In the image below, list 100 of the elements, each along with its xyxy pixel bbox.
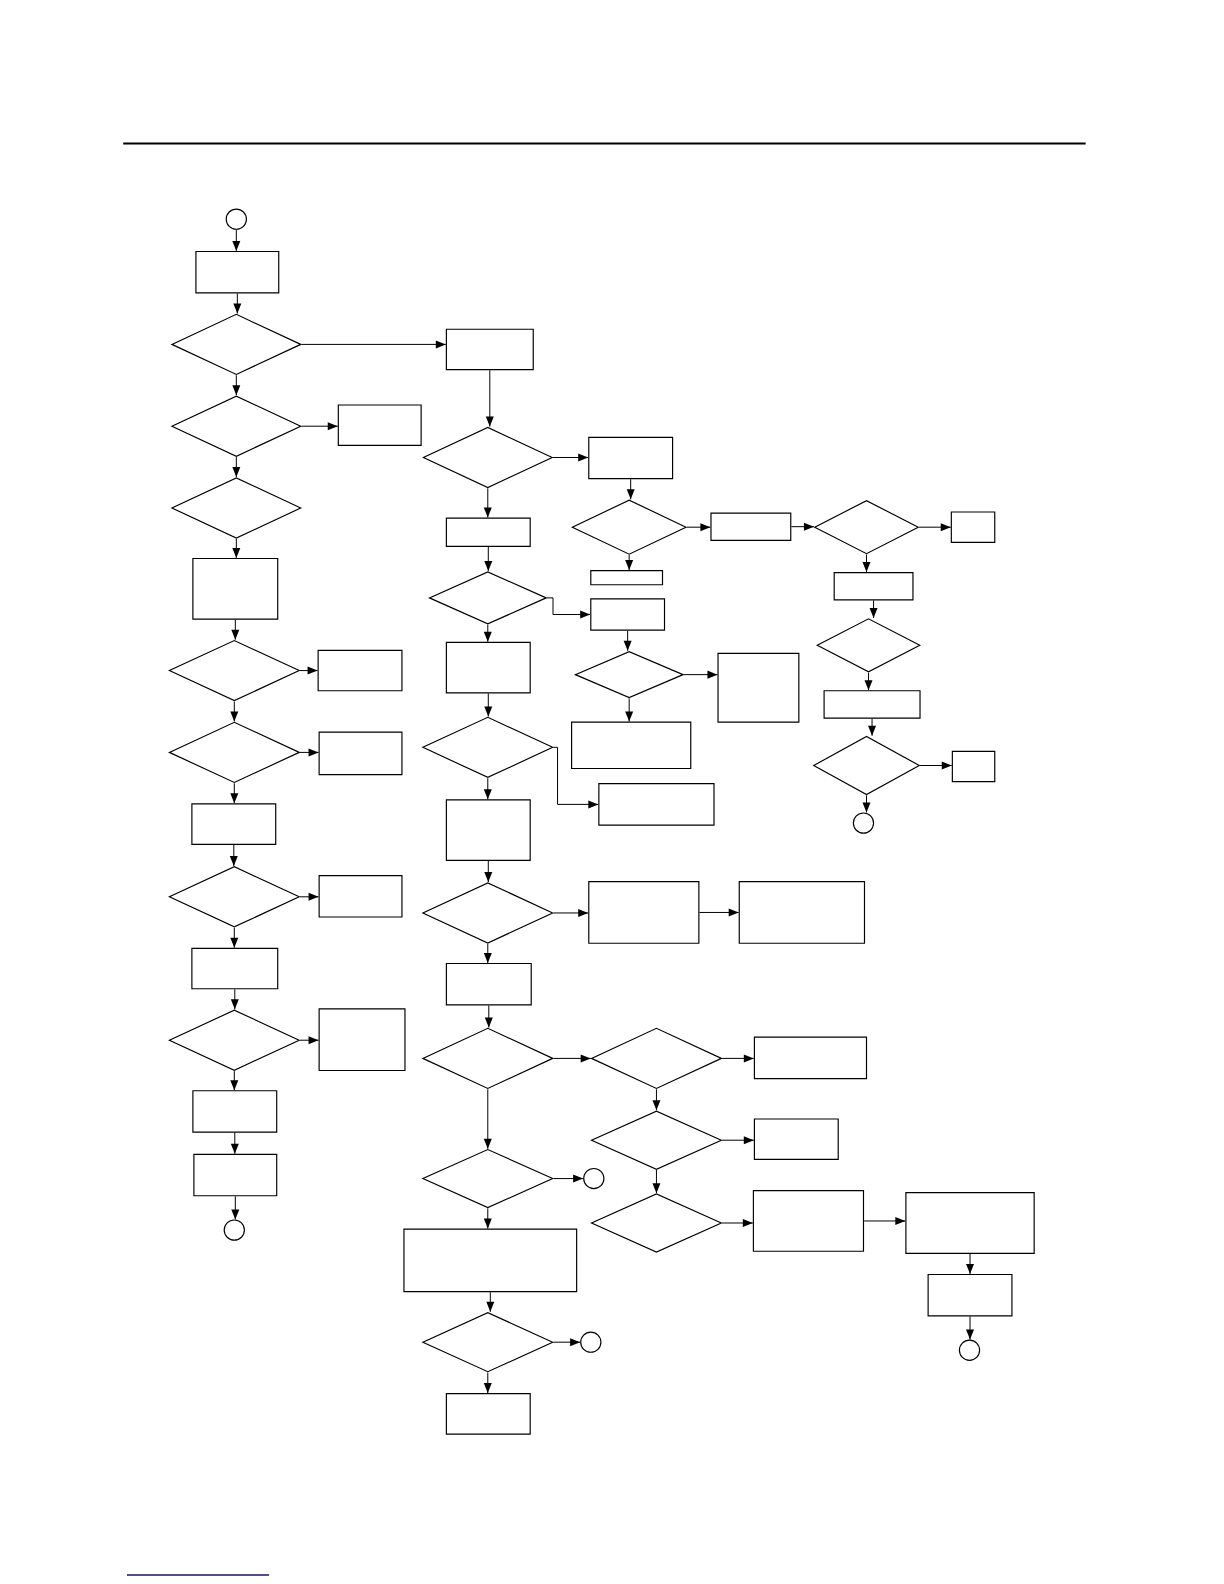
connector-circle	[580, 1331, 602, 1353]
arrow	[483, 777, 492, 800]
arrow	[652, 1169, 661, 1194]
arrow	[652, 1088, 661, 1111]
arrow	[299, 1036, 320, 1045]
process-box	[927, 1273, 1013, 1317]
process-box	[191, 947, 279, 990]
process-box	[191, 803, 277, 845]
arrow	[686, 523, 711, 532]
process-box	[445, 1393, 531, 1435]
arrow	[301, 340, 447, 349]
arrow	[484, 860, 493, 883]
process-box	[318, 731, 403, 776]
arrow	[483, 1372, 492, 1394]
arrow	[625, 554, 634, 571]
arrow	[299, 748, 320, 757]
arrow	[553, 1054, 592, 1063]
arrow	[483, 487, 492, 518]
connector-circle	[223, 1219, 245, 1241]
process-box	[588, 881, 700, 944]
arrow	[625, 697, 634, 722]
arrow	[790, 522, 815, 531]
process-box	[598, 783, 715, 826]
arrow	[483, 1088, 492, 1150]
arrow	[966, 1253, 974, 1275]
arrow	[230, 1070, 239, 1091]
arrow	[919, 761, 953, 770]
arrow	[862, 554, 871, 573]
arrow	[230, 988, 239, 1010]
arrow	[231, 619, 240, 641]
connector-circle	[225, 208, 247, 230]
process-box	[823, 690, 921, 719]
connector-circle	[958, 1339, 981, 1361]
arrow	[864, 672, 873, 691]
process-box	[445, 517, 531, 547]
process-box	[195, 250, 280, 294]
arrow	[483, 624, 492, 643]
arrow	[721, 1054, 755, 1063]
arrow	[232, 229, 241, 252]
arrow	[553, 1174, 584, 1183]
arrow	[232, 456, 241, 478]
process-box	[833, 572, 914, 601]
process-box	[905, 1192, 1035, 1254]
arrow	[230, 927, 239, 949]
arrow	[626, 478, 635, 500]
process-box	[571, 721, 692, 770]
arrow	[862, 794, 871, 813]
arrow	[863, 1217, 906, 1225]
arrow	[233, 292, 242, 314]
process-box	[588, 436, 674, 480]
arrow	[721, 1219, 754, 1227]
arrow	[552, 453, 589, 462]
arrow	[869, 600, 878, 619]
arrow	[299, 892, 320, 901]
process-box	[337, 404, 422, 446]
arrow	[230, 1132, 239, 1155]
process-box	[738, 881, 866, 944]
arrow	[229, 844, 238, 867]
arrow	[483, 1207, 492, 1229]
arrow	[232, 538, 241, 559]
process-box	[590, 598, 666, 631]
process-box	[193, 1153, 278, 1197]
process-box	[717, 652, 800, 723]
arrow	[868, 718, 877, 737]
arrow	[553, 908, 589, 917]
arrow	[698, 908, 740, 917]
arrow	[230, 782, 239, 804]
arrow	[918, 523, 952, 532]
connector-circle	[852, 812, 875, 834]
arrow	[546, 597, 591, 619]
arrow	[230, 700, 239, 722]
process-box	[753, 1036, 868, 1080]
process-box	[950, 511, 996, 543]
arrow	[553, 746, 599, 809]
process-box	[590, 570, 664, 586]
process-box	[445, 641, 531, 694]
process-box	[318, 1008, 406, 1072]
process-box	[753, 1118, 839, 1160]
arrow	[486, 1291, 495, 1313]
arrow	[484, 692, 493, 717]
process-box	[951, 750, 996, 783]
arrow	[232, 374, 241, 396]
arrow	[966, 1316, 974, 1341]
arrow	[299, 666, 319, 675]
arrow	[231, 1195, 240, 1220]
arrow	[623, 630, 632, 652]
connector-circle	[583, 1167, 605, 1190]
process-box	[752, 1190, 865, 1252]
arrow	[301, 422, 339, 431]
process-box	[445, 962, 532, 1006]
process-box	[445, 328, 534, 371]
arrow	[484, 546, 493, 572]
process-box	[317, 649, 403, 692]
process-box	[710, 512, 792, 541]
process-box	[445, 799, 531, 862]
arrow	[484, 1004, 493, 1028]
process-box	[318, 875, 403, 918]
arrow	[721, 1136, 755, 1145]
arrow	[483, 943, 492, 964]
process-box	[403, 1228, 578, 1293]
